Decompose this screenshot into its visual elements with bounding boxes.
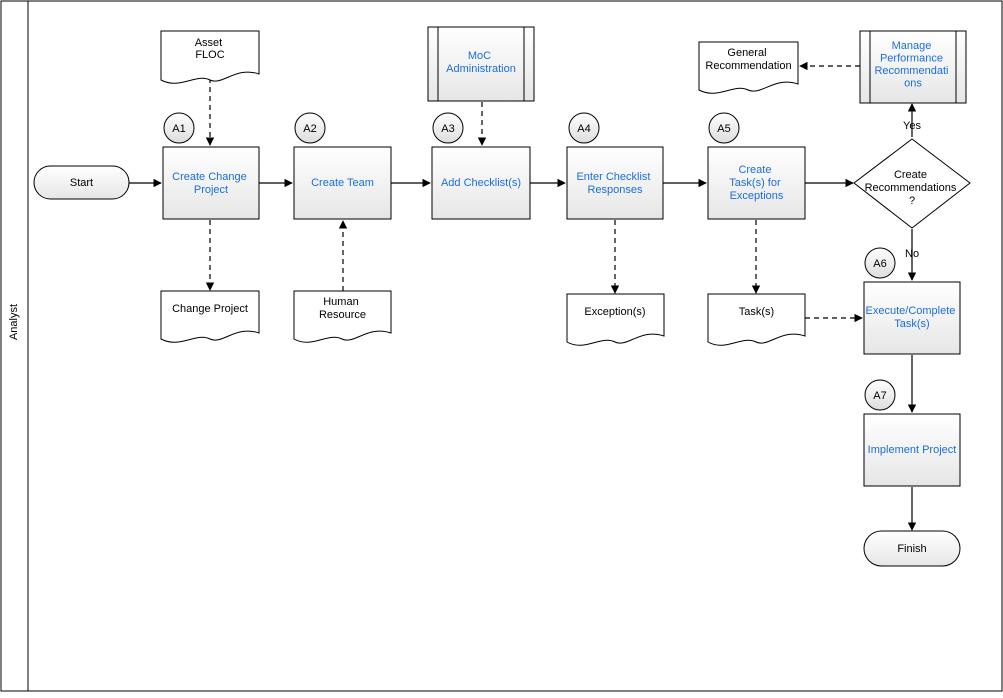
document-human-resource: Human Resource	[293, 290, 392, 343]
document-exceptions-label: Exception(s)	[584, 306, 645, 318]
badge-a3: A3	[432, 112, 464, 144]
subprocess-perf-label: Manage Performance Recommendati ons	[874, 40, 951, 90]
document-asset-floc-label: Asset FLOC	[195, 37, 226, 61]
subprocess-manage-performance-recommendations[interactable]: Manage Performance Recommendati ons	[859, 30, 967, 104]
document-human-resource-label: Human Resource	[319, 296, 366, 321]
document-tasks: Task(s)	[707, 293, 806, 346]
step-a3-add-checklists[interactable]: Add Checklist(s)	[431, 146, 531, 220]
step-a7-label: Implement Project	[868, 444, 957, 456]
subprocess-moc-administration[interactable]: MoC Administration	[427, 26, 535, 102]
step-a1-label: Create Change Project	[172, 171, 250, 196]
badge-a7: A7	[864, 379, 896, 411]
step-a2-label: Create Team	[311, 177, 374, 189]
step-a6-execute-complete-tasks[interactable]: Execute/Complete Task(s)	[863, 281, 961, 355]
svg-text:A6: A6	[873, 258, 886, 270]
decision-label: Create Recommendations ?	[865, 169, 960, 207]
start-label: Start	[70, 177, 93, 189]
svg-text:A2: A2	[303, 123, 316, 135]
branch-label-no: No	[905, 248, 919, 260]
svg-text:A5: A5	[717, 123, 730, 135]
subprocess-moc-label: MoC Administration	[446, 50, 516, 75]
step-a5-create-tasks-for-exceptions[interactable]: Create Task(s) for Exceptions	[707, 146, 806, 220]
step-a1-create-change-project[interactable]: Create Change Project	[162, 146, 260, 220]
step-a6-label: Execute/Complete Task(s)	[866, 305, 959, 330]
finish-label: Finish	[897, 543, 926, 555]
document-change-project: Change Project	[160, 290, 260, 343]
document-change-project-label: Change Project	[172, 303, 248, 315]
document-general-recommendation-label: General Recommendation	[705, 47, 791, 72]
badge-a4: A4	[568, 112, 600, 144]
badge-a6: A6	[864, 247, 896, 279]
document-asset-floc: Asset FLOC	[160, 30, 260, 84]
step-a5-label: Create Task(s) for Exceptions	[729, 164, 784, 202]
start-terminator[interactable]: Start	[33, 165, 130, 200]
document-tasks-label: Task(s)	[739, 306, 774, 318]
badge-a1: A1	[163, 112, 195, 144]
branch-label-yes: Yes	[903, 120, 921, 132]
svg-text:A1: A1	[172, 123, 185, 135]
svg-text:A4: A4	[577, 123, 590, 135]
step-a2-create-team[interactable]: Create Team	[293, 146, 392, 220]
finish-terminator[interactable]: Finish	[863, 530, 961, 567]
step-a4-label: Enter Checklist Responses	[576, 171, 653, 196]
svg-text:A3: A3	[441, 123, 454, 135]
step-a4-enter-checklist-responses[interactable]: Enter Checklist Responses	[566, 146, 664, 220]
step-a3-label: Add Checklist(s)	[441, 177, 521, 189]
badge-a5: A5	[708, 112, 740, 144]
decision-create-recommendations[interactable]: Create Recommendations ?	[853, 138, 971, 229]
connectors	[129, 61, 917, 531]
lane-label: Analyst	[8, 304, 20, 340]
svg-text:A7: A7	[873, 390, 886, 402]
document-exceptions: Exception(s)	[566, 293, 665, 346]
badge-a2: A2	[294, 112, 326, 144]
step-a7-implement-project[interactable]: Implement Project	[863, 413, 961, 487]
document-general-recommendation: General Recommendation	[698, 41, 799, 94]
